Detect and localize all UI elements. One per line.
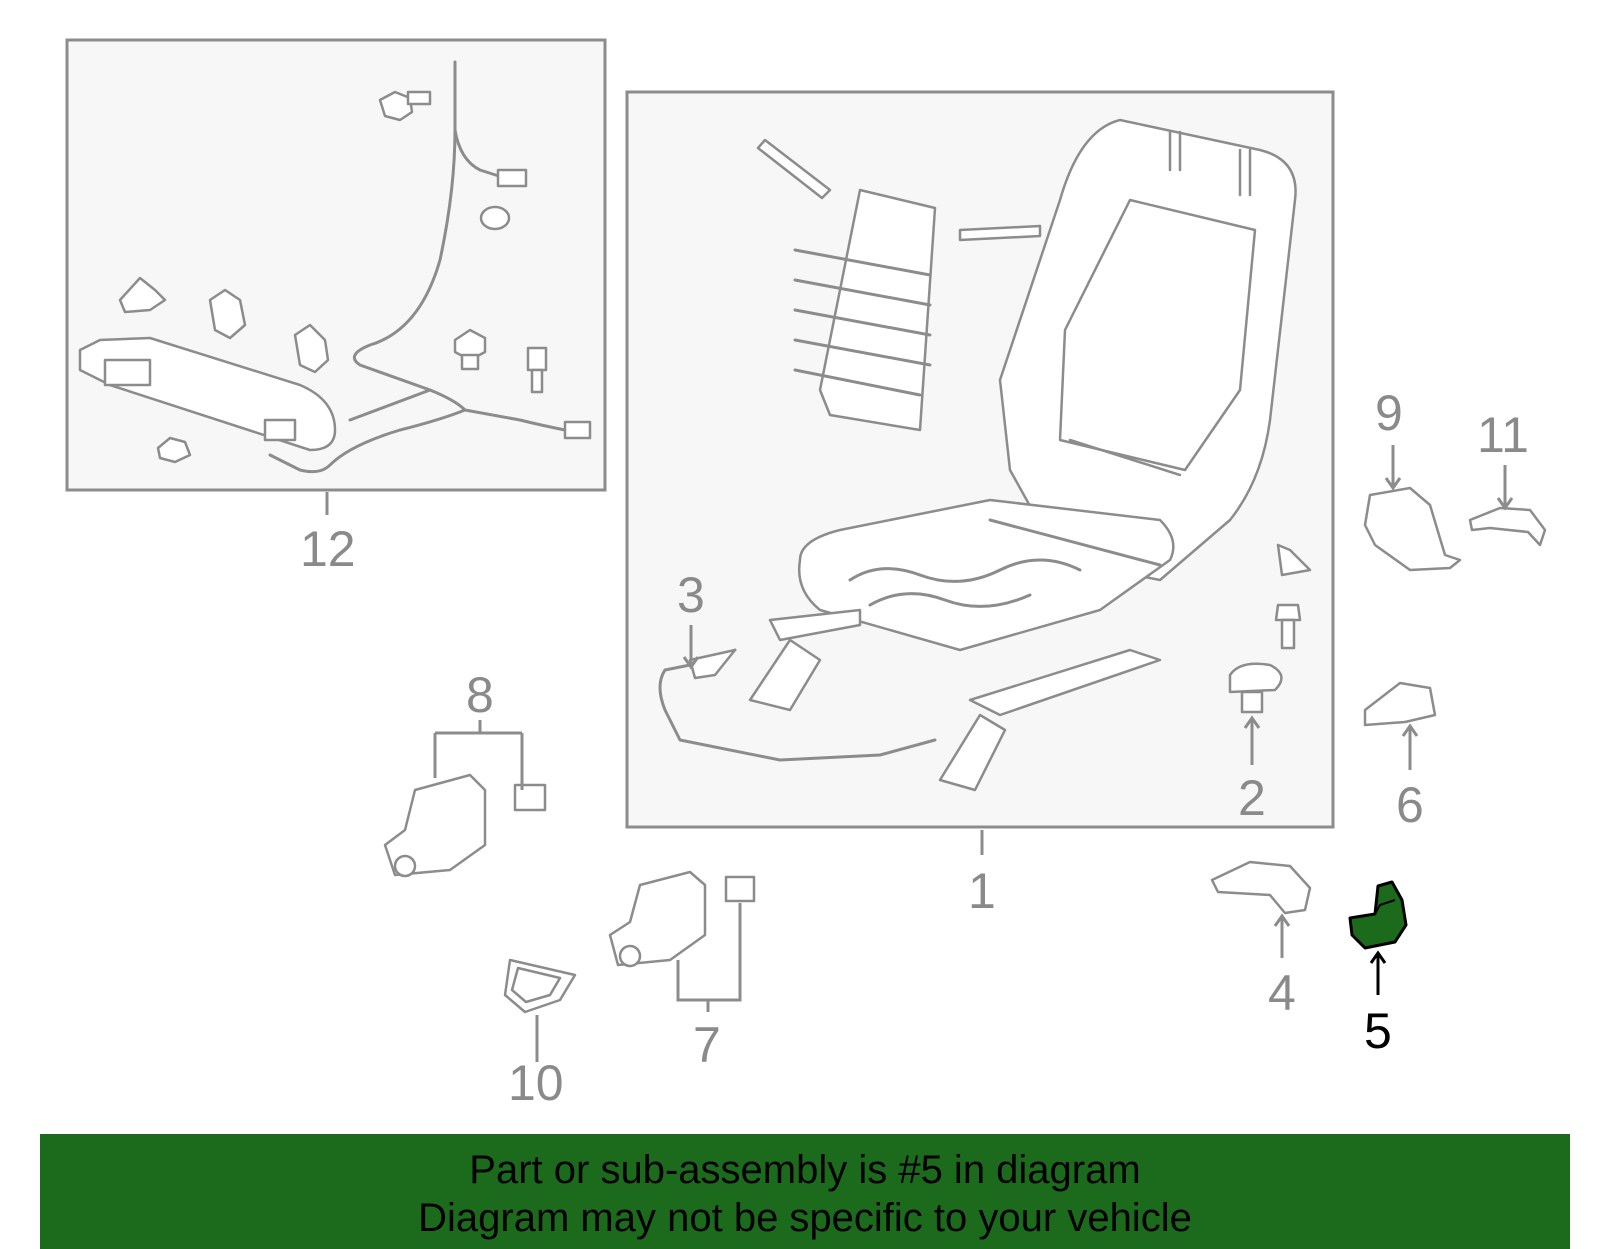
part-5-cover-highlighted[interactable] <box>1348 880 1408 950</box>
lumbar-support <box>793 188 937 432</box>
spring-a <box>756 138 832 200</box>
callout-11: 11 <box>1477 407 1529 463</box>
callout-1: 1 <box>968 863 996 919</box>
harness-connector-main <box>78 336 337 452</box>
harness-inset-box <box>65 38 607 492</box>
part-10-cover <box>503 958 577 1014</box>
callout-2: 2 <box>1238 770 1266 826</box>
callout-3: 3 <box>677 567 705 623</box>
harness-clip-d <box>156 436 192 464</box>
callout-8: 8 <box>466 667 494 723</box>
harness-clip-a <box>118 276 167 314</box>
callout-12: 12 <box>300 521 356 577</box>
part-8-connector <box>383 773 547 878</box>
callout-7: 7 <box>693 1017 721 1073</box>
part-9-cover <box>1363 486 1462 572</box>
harness-wire <box>268 60 567 474</box>
knob-2 <box>1228 662 1283 714</box>
harness-clip-c <box>293 323 330 374</box>
callout-9: 9 <box>1375 385 1403 441</box>
seat-cushion-frame <box>797 498 1175 652</box>
screw <box>1274 603 1302 650</box>
harness-plug-a <box>453 328 487 371</box>
callout-4: 4 <box>1268 965 1296 1021</box>
banner-line-2: Diagram may not be specific to your vehi… <box>418 1196 1192 1240</box>
part-6-bracket <box>1363 681 1437 727</box>
harness-bolt <box>378 90 432 122</box>
leader-7 <box>676 903 742 1012</box>
harness-clip-b <box>208 288 247 340</box>
harness-grommet <box>479 205 511 231</box>
callout-10: 10 <box>508 1055 564 1111</box>
part-info-banner: Part or sub-assembly is #5 in diagram Di… <box>40 1134 1570 1249</box>
callout-5[interactable]: 5 <box>1364 1003 1392 1059</box>
harness-sensor <box>526 346 548 394</box>
seat-rails <box>748 608 1162 792</box>
harness-end-connector <box>496 168 592 440</box>
part-7-connector <box>608 870 756 968</box>
release-cable <box>658 648 937 762</box>
spring-b <box>958 224 1042 242</box>
callout-6: 6 <box>1396 777 1424 833</box>
part-4-handle <box>1210 860 1312 915</box>
banner-line-1: Part or sub-assembly is #5 in diagram <box>469 1148 1141 1192</box>
seat-back-frame <box>998 118 1297 582</box>
cap <box>1276 543 1312 577</box>
leader-8 <box>433 720 524 790</box>
part-11-trim <box>1468 506 1547 547</box>
